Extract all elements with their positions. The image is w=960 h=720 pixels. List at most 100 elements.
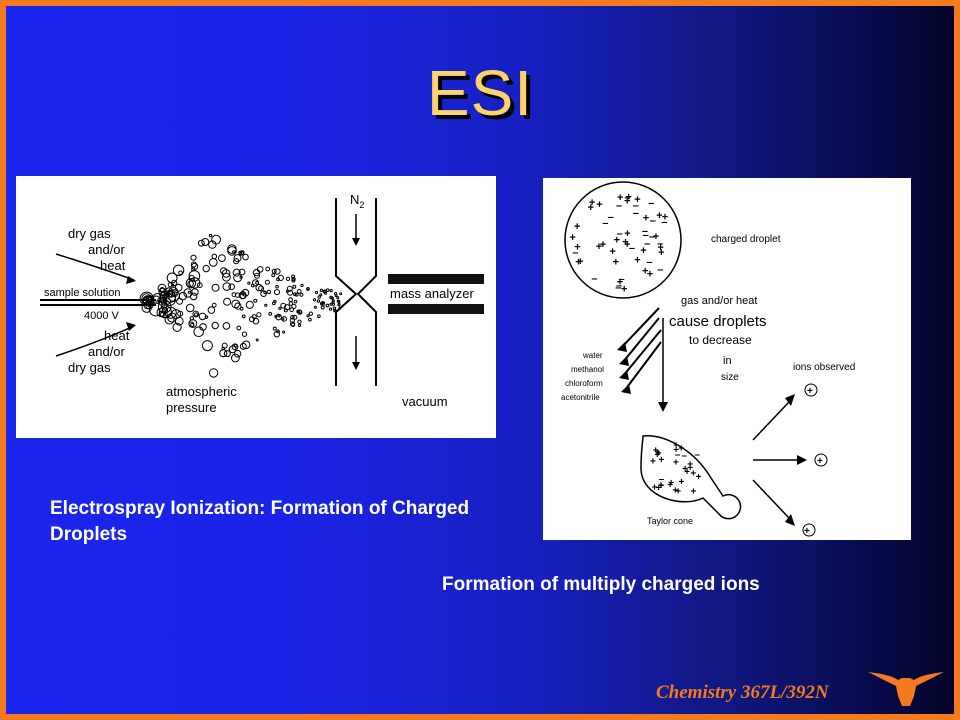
svg-text:+: + [817,456,823,467]
label-voltage: 4000 V [84,310,120,322]
charge-mark: + [613,257,619,269]
droplet [199,323,207,331]
droplet [278,306,282,310]
droplet [268,312,273,316]
slide: ESI dry gas and/or heat sample solution … [6,6,954,714]
svg-text:+: + [807,386,813,397]
droplet [191,262,199,271]
label-pressure: pressure [166,400,217,415]
droplet [185,278,197,289]
droplet [308,311,313,316]
charge-mark: + [682,464,688,475]
droplet [239,342,247,350]
charge-mark: + [656,449,662,460]
droplet [157,298,162,303]
charge-mark: + [634,254,640,266]
droplet [292,284,297,289]
droplet [223,297,232,306]
droplet [198,312,207,321]
droplet [233,258,240,265]
droplet [233,254,242,263]
charge-mark: + [696,472,702,483]
label-in: in [723,355,732,367]
charge-mark: – [616,280,622,292]
droplet [286,285,293,292]
droplet [172,264,185,277]
droplet [291,274,296,279]
charge-mark: + [569,232,575,244]
charge-mark: – [615,282,621,294]
charge-mark: + [673,458,679,469]
droplet [316,299,321,303]
droplet [167,282,173,288]
charge-mark: + [621,284,627,296]
droplet [275,284,279,289]
charge-mark: – [602,217,608,229]
label-gas-heat: gas and/or heat [681,295,757,307]
droplet [282,330,286,334]
droplet [247,281,251,285]
droplet [300,283,304,288]
droplet [177,310,184,317]
droplet [285,276,291,282]
droplet [201,238,210,246]
charge-mark: + [687,463,693,474]
charge-mark: + [658,481,664,492]
charge-mark: – [629,243,635,255]
label-cause-droplets: cause droplets [669,313,767,330]
charge-mark: – [616,200,622,212]
droplet [337,300,341,304]
droplet [263,290,267,295]
droplet [325,288,330,292]
droplet [329,289,333,293]
droplet [294,292,299,297]
charge-mark: + [656,483,662,494]
label-heat-bottom: heat [104,328,130,343]
droplet [142,296,153,306]
droplet [208,240,217,249]
droplet [211,283,220,292]
droplet [331,299,335,303]
label-to-decrease: to decrease [689,333,752,347]
droplet [329,295,333,300]
charge-mark: + [624,239,630,251]
droplet [221,342,228,349]
charge-mark: + [687,459,693,470]
charge-mark: – [572,247,578,259]
droplet [211,302,217,308]
charge-mark: – [591,273,597,285]
droplet [231,353,240,363]
label-vacuum: vacuum [402,394,448,409]
droplet [183,288,193,298]
droplet [291,303,297,309]
droplet [218,254,226,262]
droplet [334,294,338,298]
label-mass-analyzer: mass analyzer [390,286,474,301]
droplet [241,340,251,350]
charge-mark: + [643,212,649,224]
droplet [238,268,246,276]
charge-mark: + [667,480,673,491]
charge-mark: – [642,225,648,237]
droplet [329,302,333,306]
droplet [337,303,341,307]
droplet [255,338,259,342]
droplet [241,314,246,319]
charge-mark: + [589,197,595,209]
charge-mark: + [668,478,674,489]
droplet [280,302,287,309]
droplet [234,343,238,348]
droplet [234,302,242,310]
charge-mark: – [643,230,649,242]
droplet [197,239,205,247]
charge-mark: + [622,237,628,249]
droplet [313,305,317,309]
droplet [274,268,281,275]
charge-mark: + [588,202,594,214]
charge-mark: + [596,241,602,253]
label-chloroform: chloroform [565,379,603,388]
charge-mark: + [647,268,653,280]
droplet [255,283,263,292]
droplet [271,268,277,274]
charge-mark: + [624,196,630,208]
